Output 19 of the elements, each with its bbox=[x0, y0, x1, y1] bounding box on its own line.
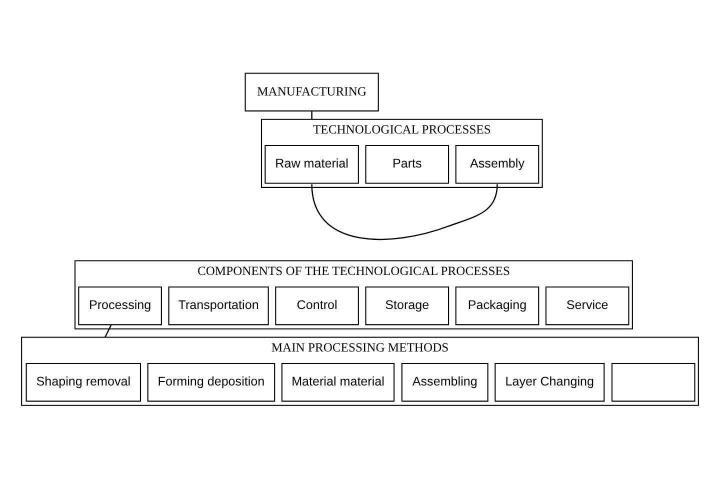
node-box: Forming deposition bbox=[146, 362, 275, 402]
node-box: Service bbox=[544, 286, 629, 325]
node-box bbox=[610, 362, 695, 402]
node-box: Storage bbox=[364, 286, 449, 325]
connector bbox=[310, 110, 312, 119]
node-box: Control bbox=[274, 286, 358, 325]
node-box: Processing bbox=[78, 286, 162, 325]
node-box: Packaging bbox=[454, 286, 539, 325]
node-box: Parts bbox=[364, 144, 449, 184]
node-box: Material material bbox=[280, 362, 394, 402]
node-box: MANUFACTURING bbox=[244, 72, 378, 111]
node-box: Assembling bbox=[400, 362, 488, 402]
connector bbox=[104, 324, 112, 338]
connector bbox=[310, 184, 498, 240]
node-box: Shaping removal bbox=[25, 362, 141, 402]
node-box: Assembly bbox=[454, 144, 539, 184]
node-box: Transportation bbox=[168, 286, 268, 325]
node-box: Raw material bbox=[264, 144, 358, 184]
node-box: Layer Changing bbox=[494, 362, 604, 402]
